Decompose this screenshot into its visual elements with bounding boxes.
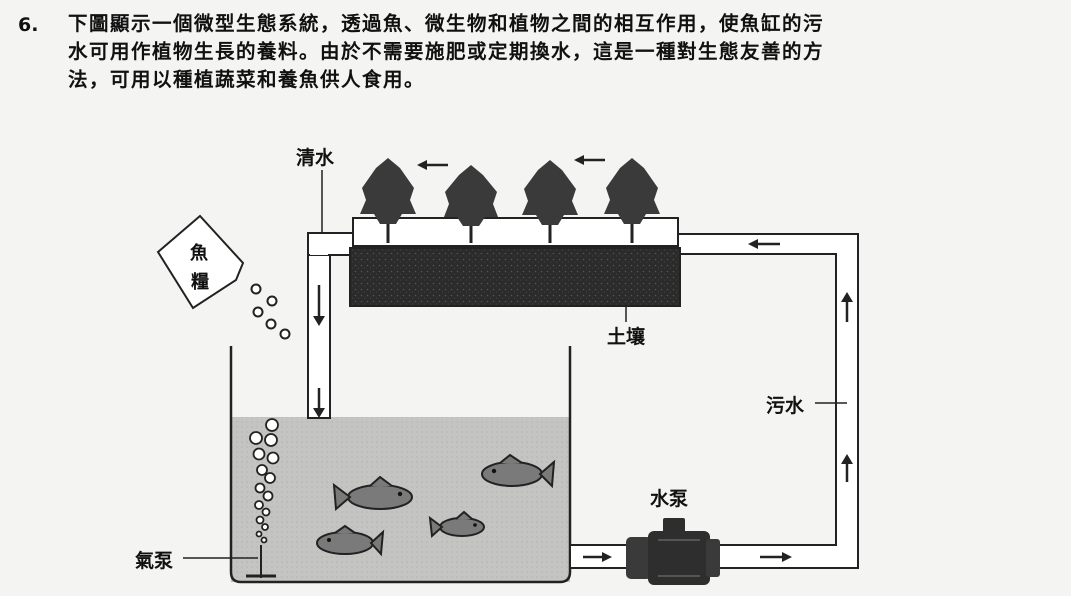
water-pump-label: 水泵 — [650, 488, 689, 510]
fish-food-label-1: 魚 — [190, 243, 208, 264]
plant-1 — [360, 158, 416, 243]
plant-2 — [444, 165, 498, 243]
air-bubbles — [249, 418, 280, 544]
plants — [360, 155, 660, 243]
question-line-1: 下圖顯示一個微型生態系統，透過魚、微生物和植物之間的相互作用，使魚缸的污 — [68, 12, 825, 35]
fish-2 — [481, 453, 556, 489]
plant-4 — [604, 158, 660, 243]
tank-outlet-pipe — [569, 544, 629, 569]
plant-3 — [522, 160, 578, 243]
water-pump — [626, 518, 720, 585]
fish-food-label-2: 糧 — [191, 272, 209, 293]
fish-food-bag — [156, 214, 245, 310]
soil-label: 土壤 — [607, 326, 646, 348]
clean-water-label: 清水 — [296, 147, 335, 169]
soil-bed — [349, 247, 681, 307]
air-pump-tube — [246, 545, 276, 578]
fish-3 — [428, 510, 485, 539]
fish-4 — [316, 524, 385, 557]
question-line-2: 水可用作植物生長的養料。由於不需要施肥或定期換水，這是一種對生態友善的方 — [68, 40, 825, 63]
air-pump-label: 氣泵 — [135, 550, 174, 572]
question-text: 下圖顯示一個微型生態系統，透過魚、微生物和植物之間的相互作用，使魚缸的污 水可用… — [68, 10, 1058, 94]
waste-water-label: 污水 — [766, 395, 805, 417]
fish-1 — [332, 475, 413, 512]
tank-outline — [229, 346, 572, 584]
fish-group — [316, 453, 556, 557]
question-line-3: 法，可用以種植蔬菜和養魚供人食用。 — [68, 68, 426, 91]
food-pellets — [250, 283, 291, 340]
question-number: 6. — [18, 14, 39, 36]
clean-water-pipe — [307, 232, 357, 419]
planter — [349, 217, 681, 307]
